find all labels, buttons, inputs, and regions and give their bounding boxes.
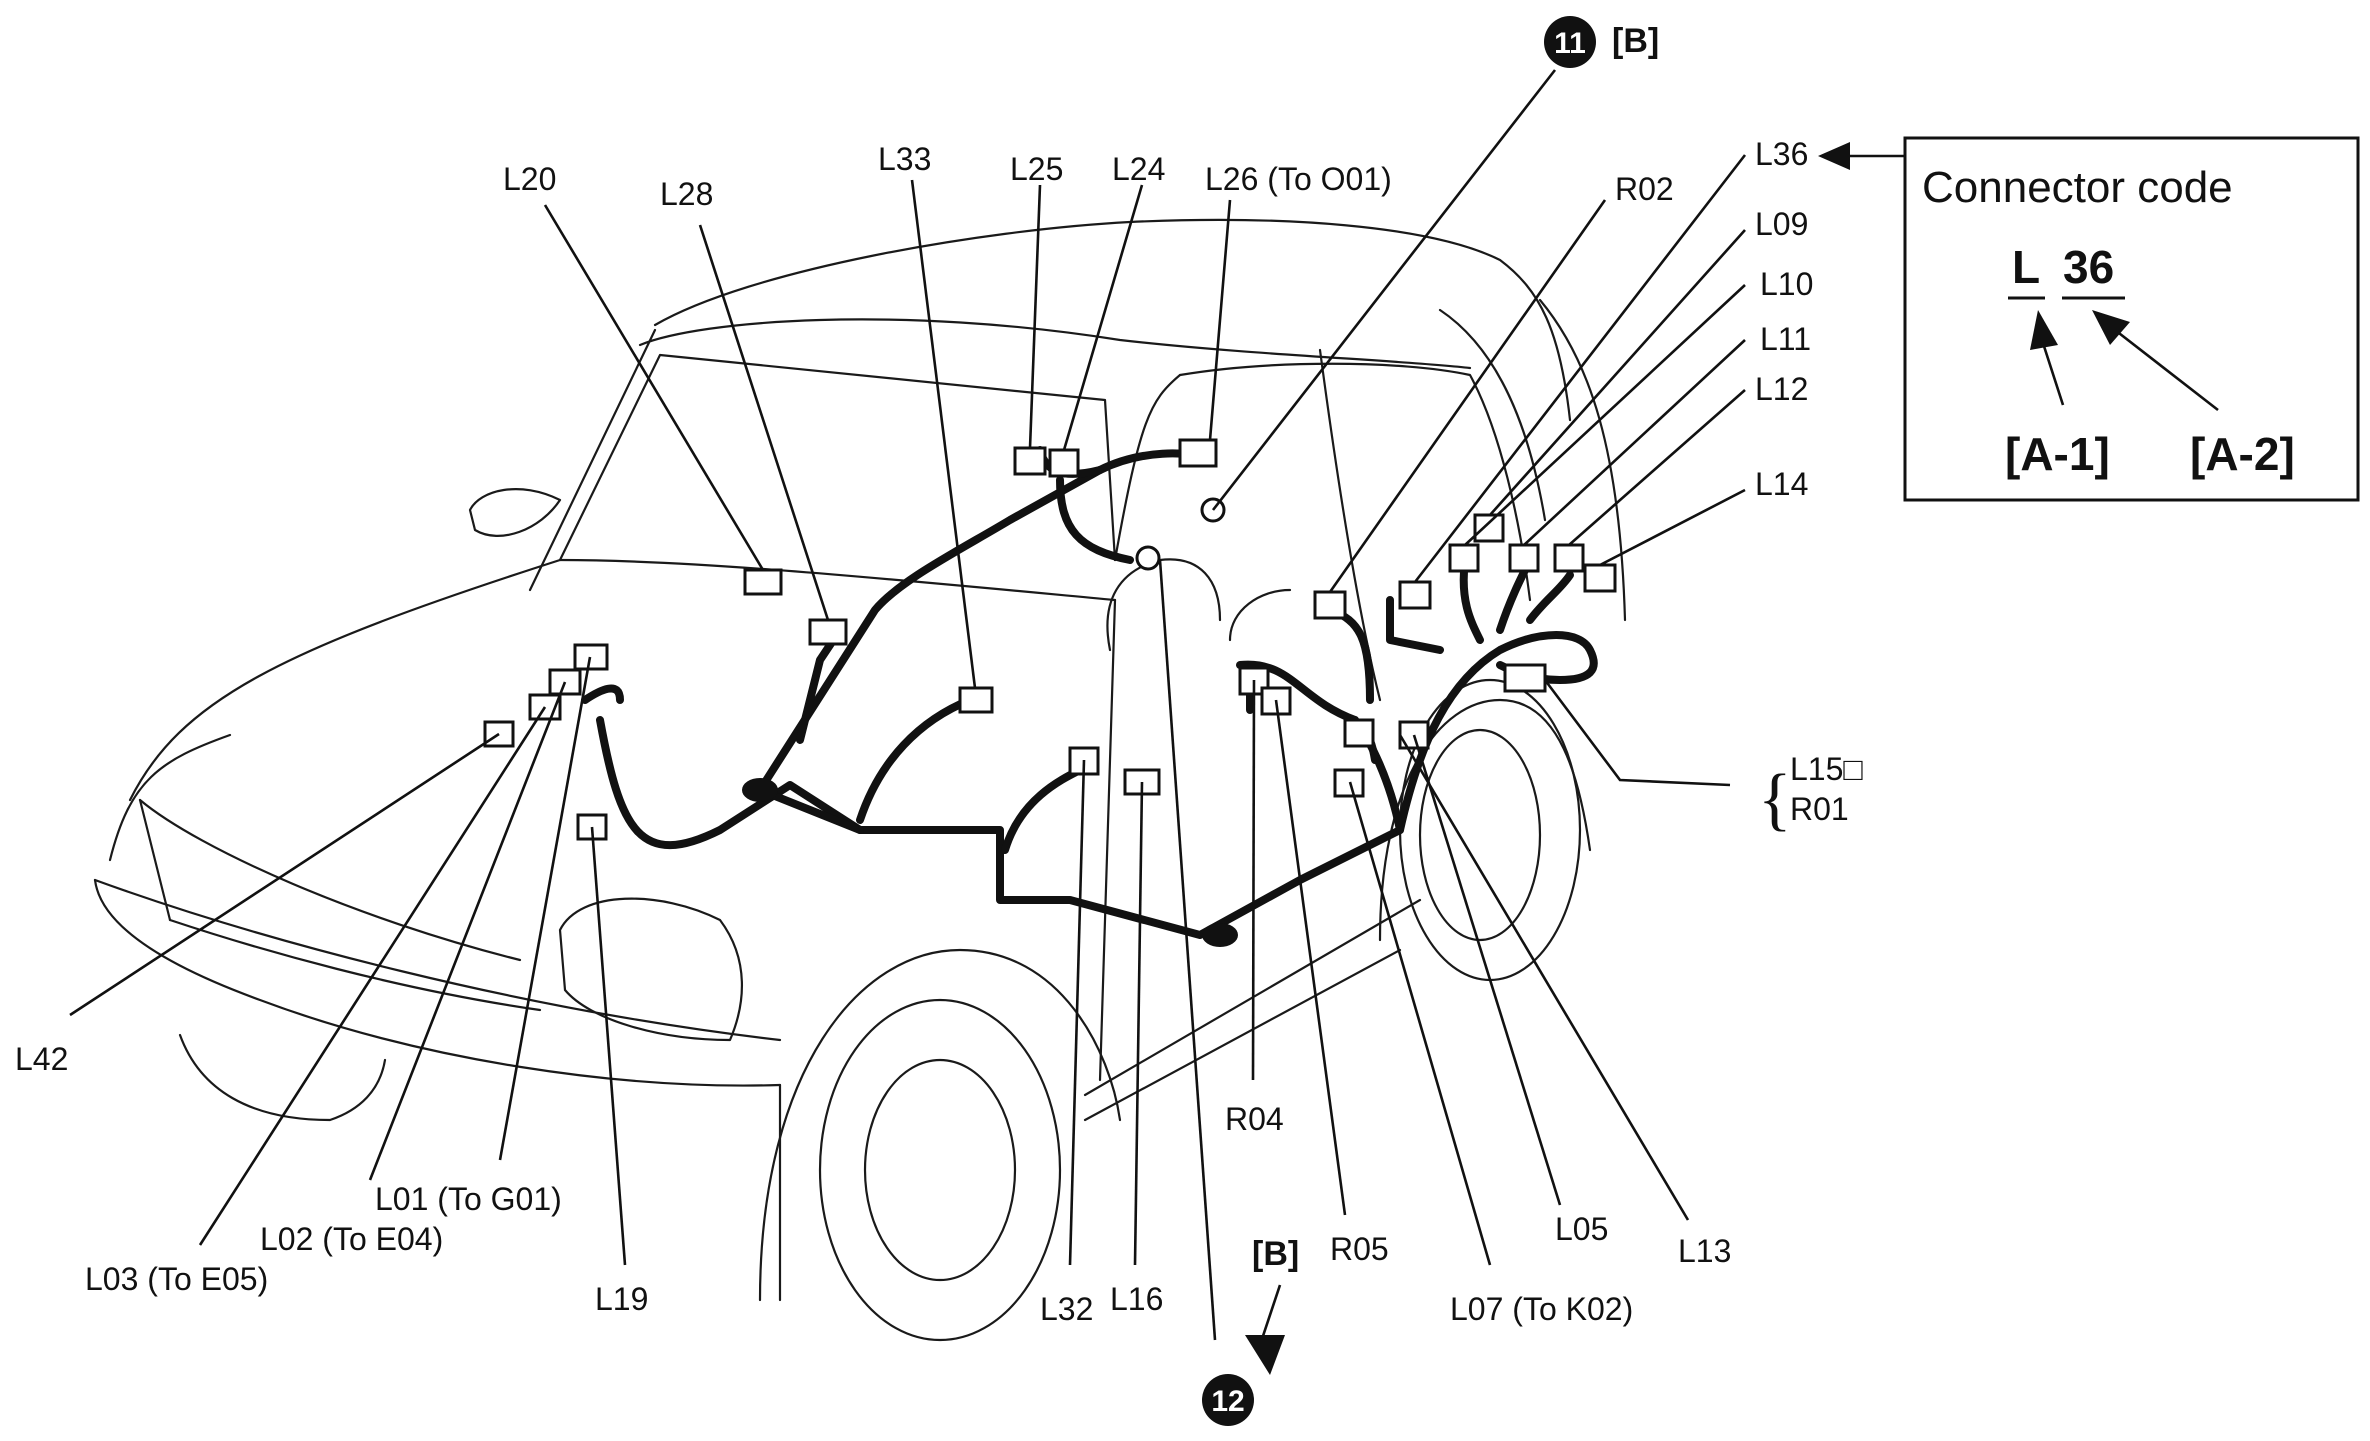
connector-l36[interactable] bbox=[1398, 580, 1432, 610]
marker-12-ref: [B] bbox=[1252, 1235, 1299, 1273]
label-r01: R01 bbox=[1790, 791, 1849, 827]
label-l12: L12 bbox=[1755, 371, 1808, 407]
connector-l10[interactable] bbox=[1448, 543, 1480, 573]
label-l11: L11 bbox=[1760, 321, 1811, 357]
legend-title: Connector code bbox=[1922, 163, 2233, 212]
connector-l33[interactable] bbox=[958, 686, 994, 714]
marker-12-number: 12 bbox=[1211, 1385, 1244, 1418]
label-l10: L10 bbox=[1760, 266, 1813, 302]
connector-r02[interactable] bbox=[1313, 590, 1347, 620]
connector-l26[interactable] bbox=[1178, 438, 1218, 468]
label-l25: L25 bbox=[1010, 151, 1063, 187]
marker-12-badge bbox=[1202, 1374, 1254, 1426]
label-l33: L33 bbox=[878, 141, 931, 177]
label-l07: L07 (To K02) bbox=[1450, 1291, 1633, 1327]
arrow-left-icon bbox=[1818, 142, 1850, 170]
label-l09: L09 bbox=[1755, 206, 1808, 242]
label-l36: L36 bbox=[1755, 136, 1808, 172]
connector-l01[interactable] bbox=[573, 643, 609, 671]
label-l01: L01 (To G01) bbox=[375, 1181, 562, 1217]
connector-blocks bbox=[483, 438, 1617, 841]
connector-l15[interactable] bbox=[1503, 663, 1547, 693]
connector-l20[interactable] bbox=[743, 568, 783, 596]
label-l16: L16 bbox=[1110, 1281, 1163, 1317]
connector-l14[interactable] bbox=[1583, 563, 1617, 593]
connector-labels: L20 L28 L33 L25 L24 L26 (To O01) R02 L36… bbox=[15, 136, 1863, 1327]
connector-l24[interactable] bbox=[1048, 448, 1080, 478]
legend-frame bbox=[1903, 136, 2360, 502]
marker-11: 11 [B] bbox=[1544, 16, 1659, 68]
label-l13: L13 bbox=[1678, 1233, 1731, 1269]
vehicle-outline bbox=[93, 218, 1627, 1342]
connector-l25[interactable] bbox=[1013, 446, 1047, 476]
label-l19: L19 bbox=[595, 1281, 648, 1317]
label-l26: L26 (To O01) bbox=[1205, 161, 1392, 197]
marker-11-ref: [B] bbox=[1612, 22, 1659, 60]
marker-12: [B] 12 bbox=[1202, 1235, 1299, 1426]
label-l14: L14 bbox=[1755, 466, 1808, 502]
arrow-down-icon bbox=[1245, 1335, 1285, 1375]
brace-icon: { bbox=[1758, 761, 1792, 838]
marker-11-number: 11 bbox=[1554, 27, 1586, 60]
connector-l11[interactable] bbox=[1508, 543, 1540, 573]
arrow-up-left-icon bbox=[2092, 310, 2130, 345]
ground-point-12[interactable] bbox=[1135, 545, 1161, 571]
legend-prefix-ref: [A-1] bbox=[2005, 428, 2110, 480]
connector-l12[interactable] bbox=[1553, 543, 1585, 573]
connector-l28[interactable] bbox=[808, 618, 848, 646]
label-l42: L42 bbox=[15, 1041, 68, 1077]
connector-code-legend: Connector code L 36 [A-1] [A-2] bbox=[1903, 136, 2360, 502]
label-l03: L03 (To E05) bbox=[85, 1261, 268, 1297]
label-l20: L20 bbox=[503, 161, 556, 197]
label-l15: L15□ bbox=[1790, 751, 1863, 787]
marker-11-badge bbox=[1544, 16, 1596, 68]
label-r02: R02 bbox=[1615, 171, 1674, 207]
connector-l09[interactable] bbox=[1473, 513, 1505, 543]
legend-number-ref: [A-2] bbox=[2190, 428, 2295, 480]
label-l02: L02 (To E04) bbox=[260, 1221, 443, 1257]
label-r05: R05 bbox=[1330, 1231, 1389, 1267]
label-r04: R04 bbox=[1225, 1101, 1284, 1137]
label-l32: L32 bbox=[1040, 1291, 1093, 1327]
connector-l07[interactable] bbox=[1343, 718, 1375, 748]
leader-lines bbox=[69, 69, 1747, 1341]
label-l05: L05 bbox=[1555, 1211, 1608, 1247]
label-l28: L28 bbox=[660, 176, 713, 212]
legend-number: 36 bbox=[2063, 241, 2114, 293]
label-l24: L24 bbox=[1112, 151, 1165, 187]
arrow-up-icon bbox=[2030, 310, 2058, 350]
legend-prefix: L bbox=[2012, 241, 2040, 293]
